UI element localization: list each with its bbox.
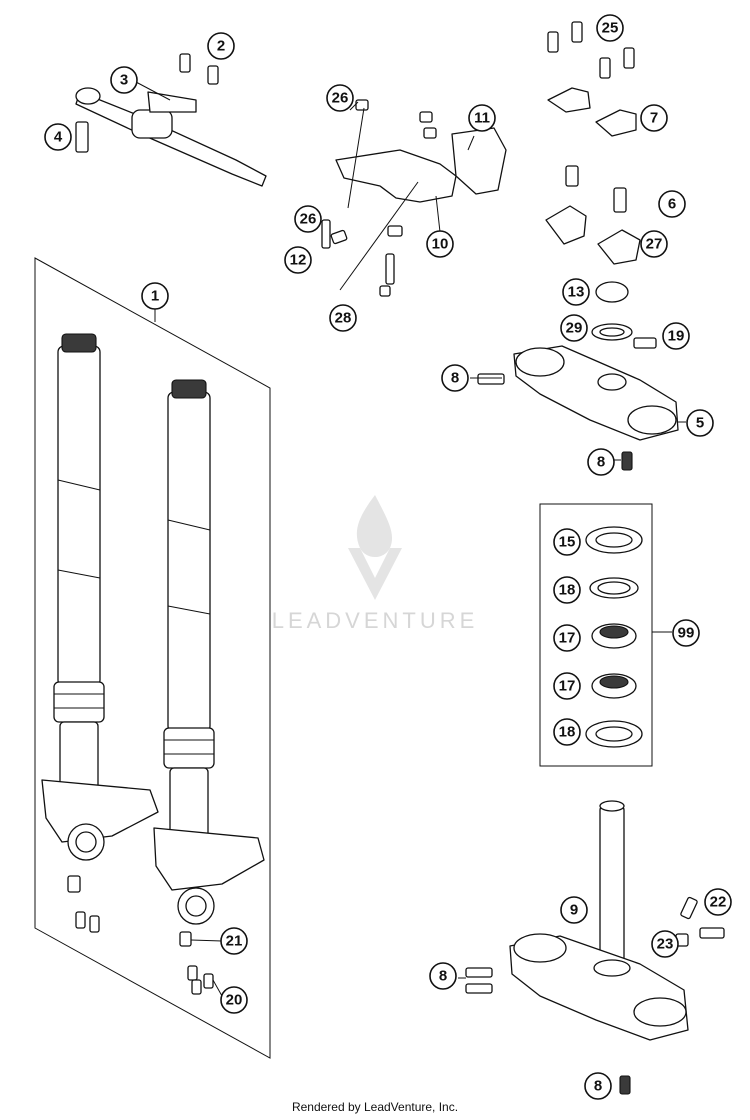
svg-text:28: 28 <box>335 310 352 327</box>
callout-13: 13 <box>562 278 590 306</box>
svg-text:7: 7 <box>650 110 658 127</box>
callout-99: 99 <box>672 619 700 647</box>
callout-26-upper: 26 <box>326 84 354 112</box>
callout-1: 1 <box>141 282 169 310</box>
right-fork-leg <box>153 379 265 925</box>
callout-15: 15 <box>553 528 581 556</box>
svg-text:26: 26 <box>300 211 317 228</box>
leader-lines <box>349 101 686 979</box>
damper-bracket <box>321 99 507 297</box>
svg-text:10: 10 <box>432 236 449 253</box>
callout-8-upper-bottom: 8 <box>587 448 615 476</box>
callout-26-lower: 26 <box>294 205 322 233</box>
callout-22: 22 <box>704 888 732 916</box>
svg-text:15: 15 <box>559 534 576 551</box>
callout-9: 9 <box>560 896 588 924</box>
svg-text:19: 19 <box>668 328 685 345</box>
svg-text:8: 8 <box>594 1078 602 1095</box>
svg-text:27: 27 <box>646 236 663 253</box>
callout-8-upper-left: 8 <box>441 364 469 392</box>
callout-6: 6 <box>658 190 686 218</box>
left-fork-leg <box>41 333 159 861</box>
svg-text:12: 12 <box>290 252 307 269</box>
watermark: LEADVENTURE <box>272 495 479 633</box>
callout-10: 10 <box>426 230 454 258</box>
svg-text:8: 8 <box>597 454 605 471</box>
svg-text:29: 29 <box>566 320 583 337</box>
svg-text:8: 8 <box>439 968 447 985</box>
callout-11: 11 <box>468 104 496 132</box>
callout-29: 29 <box>560 314 588 342</box>
callout-2: 2 <box>207 32 235 60</box>
axle-clamp-bolts <box>67 875 223 997</box>
svg-text:18: 18 <box>559 724 576 741</box>
bearing-kit-frame <box>539 503 653 767</box>
svg-text:3: 3 <box>120 72 128 89</box>
upper-triple-clamp <box>477 281 679 471</box>
callout-5: 5 <box>686 409 714 437</box>
svg-text:17: 17 <box>559 630 576 647</box>
lower-triple-clamp <box>465 800 725 1095</box>
svg-text:25: 25 <box>602 20 619 37</box>
callout-19: 19 <box>662 322 690 350</box>
svg-text:9: 9 <box>570 902 578 919</box>
svg-text:23: 23 <box>657 936 674 953</box>
callout-4: 4 <box>44 123 72 151</box>
svg-text:18: 18 <box>559 582 576 599</box>
callout-3: 3 <box>110 66 138 94</box>
callout-27: 27 <box>640 230 668 258</box>
svg-text:5: 5 <box>696 415 704 432</box>
steering-damper <box>75 53 267 187</box>
callout-17-upper: 17 <box>553 624 581 652</box>
svg-text:13: 13 <box>568 284 585 301</box>
callout-17-lower: 17 <box>553 672 581 700</box>
svg-text:22: 22 <box>710 894 727 911</box>
svg-text:20: 20 <box>226 992 243 1009</box>
svg-text:4: 4 <box>54 129 63 146</box>
svg-text:26: 26 <box>332 90 349 107</box>
callout-18-lower: 18 <box>553 718 581 746</box>
handlebar-clamps <box>545 21 641 265</box>
svg-text:1: 1 <box>151 288 159 305</box>
fork-assembly-frame <box>34 257 271 1059</box>
svg-text:8: 8 <box>451 370 459 387</box>
callout-8-lower-left: 8 <box>429 962 457 990</box>
svg-text:17: 17 <box>559 678 576 695</box>
svg-text:21: 21 <box>226 933 243 950</box>
footer-credit: Rendered by LeadVenture, Inc. <box>291 1100 459 1114</box>
callout-12: 12 <box>284 246 312 274</box>
callout-20: 20 <box>220 986 248 1014</box>
watermark-text: LEADVENTURE <box>272 608 479 633</box>
svg-text:99: 99 <box>678 625 695 642</box>
callout-18-upper: 18 <box>553 576 581 604</box>
bearing-kit-parts <box>585 526 643 748</box>
callout-7: 7 <box>640 104 668 132</box>
callout-28: 28 <box>329 304 357 332</box>
callout-21: 21 <box>220 927 248 955</box>
svg-text:6: 6 <box>668 196 676 213</box>
callout-23: 23 <box>651 930 679 958</box>
svg-text:11: 11 <box>474 110 490 127</box>
callout-25: 25 <box>596 14 624 42</box>
svg-text:2: 2 <box>217 38 225 55</box>
callout-8-lower-bottom: 8 <box>584 1072 612 1100</box>
